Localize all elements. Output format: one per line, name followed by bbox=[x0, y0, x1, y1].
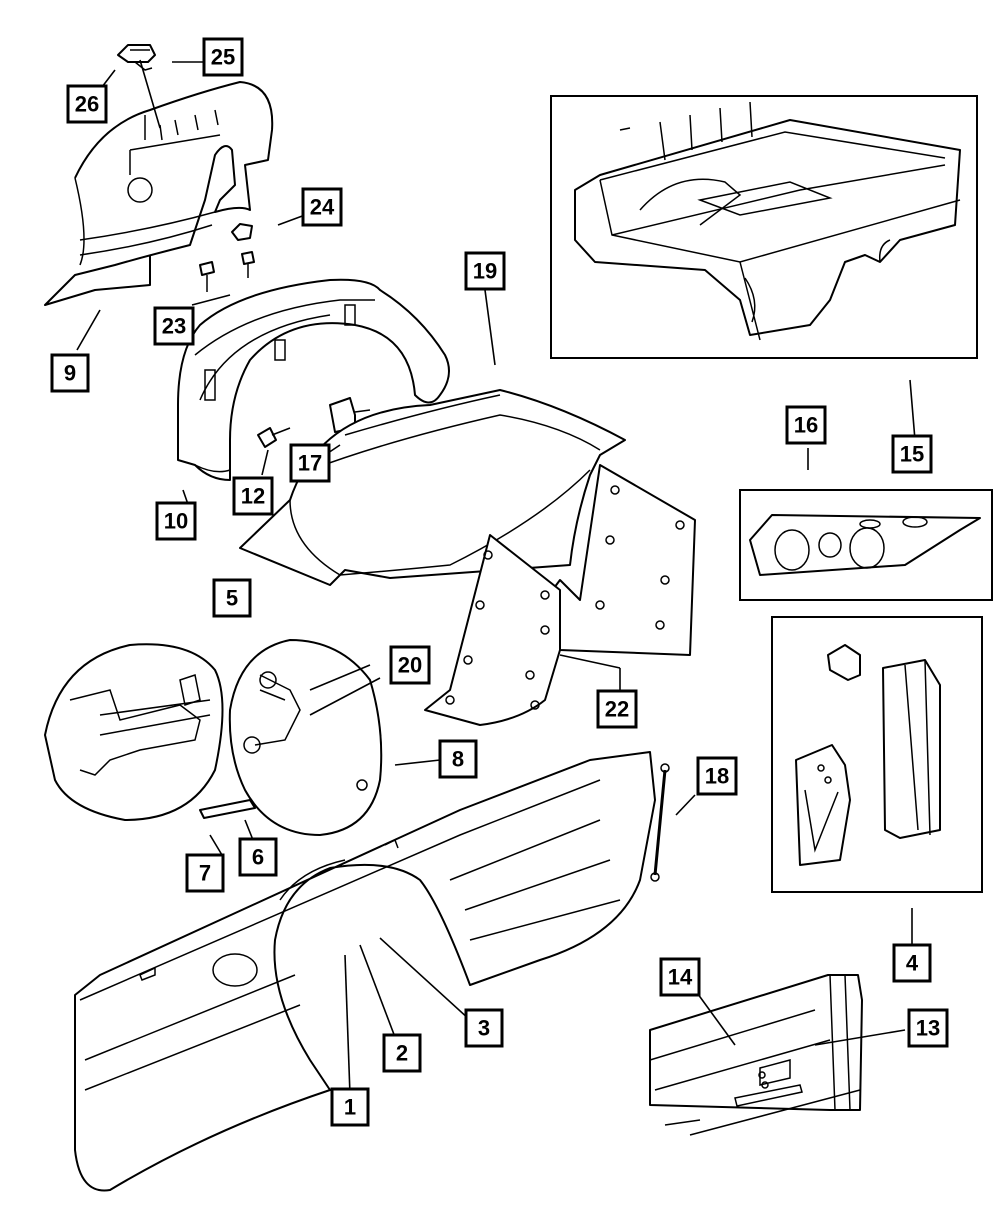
callout-23: 23 bbox=[153, 306, 195, 346]
truck-bed-illustration bbox=[574, 101, 961, 341]
rod-illustration bbox=[650, 763, 670, 882]
bolt-and-plate-illustration bbox=[257, 397, 371, 448]
fuel-door-illustration bbox=[228, 639, 383, 836]
fasteners-illustration bbox=[199, 223, 255, 292]
stake-pocket-illustration bbox=[795, 644, 941, 866]
svg-text:22: 22 bbox=[605, 697, 629, 722]
svg-text:12: 12 bbox=[241, 484, 265, 509]
svg-text:15: 15 bbox=[900, 442, 924, 467]
svg-text:9: 9 bbox=[64, 361, 76, 386]
tailgate-corner-illustration bbox=[649, 974, 863, 1136]
callout-16: 16 bbox=[785, 405, 827, 445]
fuel-tank-shield-illustration bbox=[239, 389, 626, 586]
fender-flare-illustration bbox=[44, 81, 274, 306]
svg-text:19: 19 bbox=[473, 259, 497, 284]
callout-6: 6 bbox=[238, 837, 278, 877]
splash-plates-illustration bbox=[424, 464, 696, 726]
callout-25: 25 bbox=[202, 37, 244, 77]
callout-18: 18 bbox=[696, 756, 738, 796]
svg-text:1: 1 bbox=[344, 1095, 356, 1120]
svg-text:7: 7 bbox=[199, 861, 211, 886]
wheelhouse-liner-illustration bbox=[177, 278, 450, 481]
callout-20: 20 bbox=[389, 645, 431, 685]
callout-24: 24 bbox=[301, 187, 343, 227]
callout-22: 22 bbox=[596, 689, 638, 729]
svg-text:14: 14 bbox=[668, 965, 693, 990]
callout-2: 2 bbox=[382, 1033, 422, 1073]
svg-text:18: 18 bbox=[705, 764, 729, 789]
leader-lines bbox=[76, 59, 916, 1096]
callout-5: 5 bbox=[212, 578, 252, 618]
callout-13: 13 bbox=[907, 1008, 949, 1048]
callout-3: 3 bbox=[464, 1008, 504, 1048]
callout-9: 9 bbox=[50, 353, 90, 393]
svg-text:8: 8 bbox=[452, 747, 464, 772]
callout-10: 10 bbox=[155, 501, 197, 541]
svg-text:20: 20 bbox=[398, 653, 422, 678]
cross-brace-illustration bbox=[749, 514, 981, 576]
svg-text:16: 16 bbox=[794, 413, 818, 438]
callout-4: 4 bbox=[892, 943, 932, 983]
svg-text:2: 2 bbox=[396, 1041, 408, 1066]
clip-illustration bbox=[117, 44, 156, 71]
svg-text:10: 10 bbox=[164, 509, 188, 534]
callout-15: 15 bbox=[891, 434, 933, 474]
svg-text:6: 6 bbox=[252, 845, 264, 870]
callout-19: 19 bbox=[464, 251, 506, 291]
svg-text:13: 13 bbox=[916, 1016, 940, 1041]
callout-17: 17 bbox=[289, 443, 331, 483]
callout-26: 26 bbox=[66, 84, 108, 124]
svg-text:4: 4 bbox=[906, 951, 919, 976]
svg-text:26: 26 bbox=[75, 92, 99, 117]
bed-side-panel-illustration bbox=[74, 751, 656, 1192]
svg-text:5: 5 bbox=[226, 586, 238, 611]
svg-text:25: 25 bbox=[211, 45, 235, 70]
svg-text:23: 23 bbox=[162, 314, 186, 339]
callout-8: 8 bbox=[438, 739, 478, 779]
callout-12: 12 bbox=[232, 476, 274, 516]
fuel-door-housing-illustration bbox=[44, 643, 256, 821]
callout-1: 1 bbox=[330, 1087, 370, 1127]
svg-text:3: 3 bbox=[478, 1016, 490, 1041]
svg-text:24: 24 bbox=[310, 195, 335, 220]
callout-7: 7 bbox=[185, 853, 225, 893]
callout-14: 14 bbox=[659, 957, 701, 997]
svg-text:17: 17 bbox=[298, 451, 322, 476]
